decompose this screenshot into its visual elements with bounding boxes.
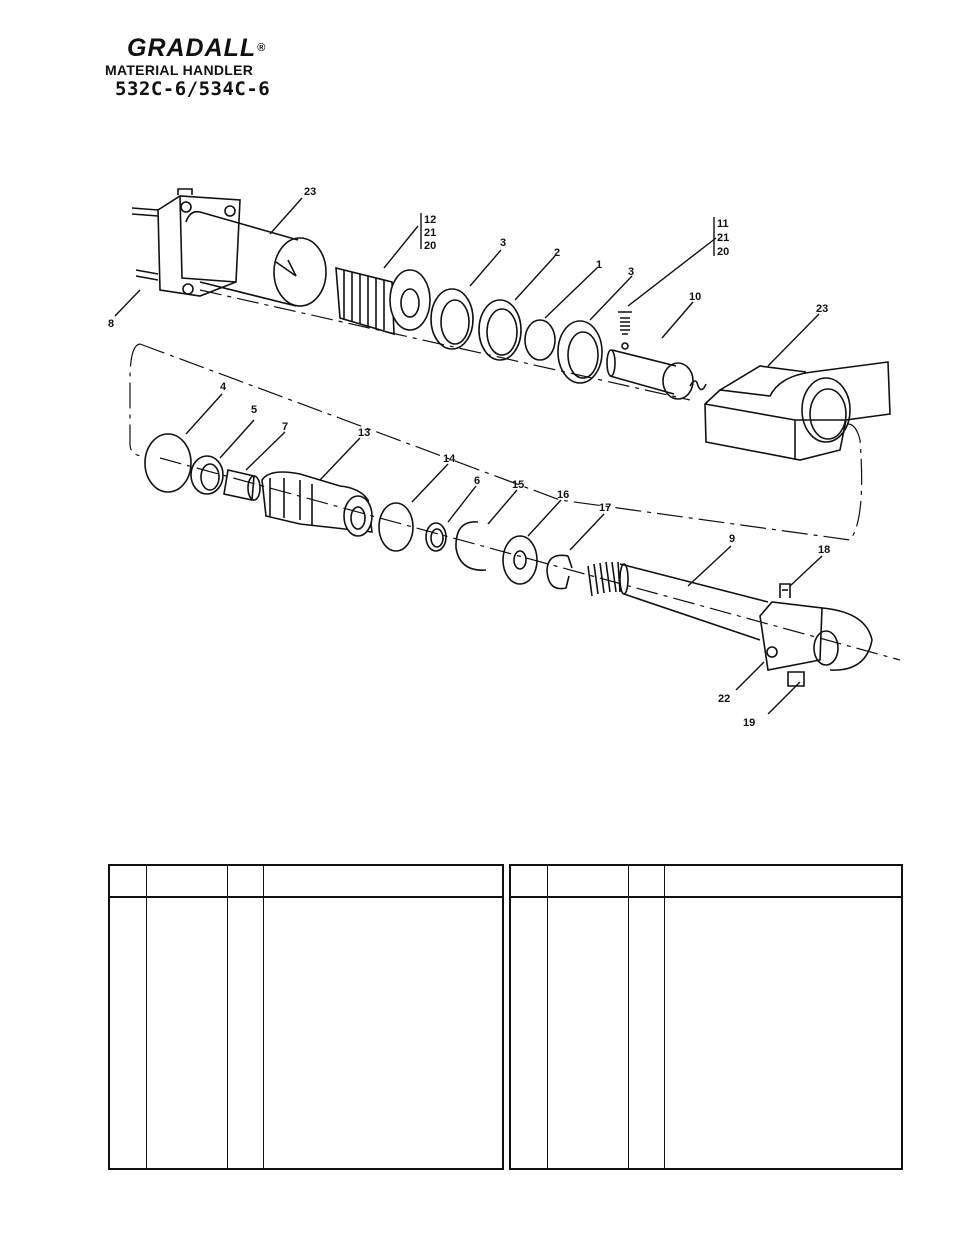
exploded-cylinder-diagram: 23 12 21 20 3 2 1 3 11 21 20 10 23 8 4 5…	[108, 186, 901, 729]
parts-table-left	[108, 864, 504, 1170]
callout-8: 8	[108, 318, 114, 330]
table-cell	[628, 897, 665, 1169]
table-header-row	[510, 865, 902, 898]
header-cell	[146, 865, 228, 898]
table-cell	[263, 897, 503, 1169]
callout-5: 5	[251, 404, 257, 416]
callout-12: 12	[424, 214, 436, 226]
parts-table-right	[509, 864, 903, 1170]
header-cell	[628, 865, 665, 898]
callout-20-second: 20	[717, 246, 729, 258]
callout-19: 19	[743, 717, 755, 729]
table-cell	[547, 897, 629, 1169]
callout-23-barrel: 23	[304, 186, 316, 198]
callout-4: 4	[220, 381, 227, 393]
callout-9: 9	[729, 533, 735, 545]
gradall-logo: GRADALL®	[127, 34, 267, 62]
callout-3-second: 3	[628, 266, 634, 278]
callout-11: 11	[717, 218, 729, 230]
callout-14: 14	[443, 453, 456, 465]
document-header: GRADALL® MATERIAL HANDLER 532C-6/534C-6	[105, 34, 305, 100]
document-subtitle: MATERIAL HANDLER	[105, 62, 254, 78]
callout-13: 13	[358, 427, 370, 439]
callout-16: 16	[557, 489, 569, 501]
table-cell	[227, 897, 264, 1169]
callout-22: 22	[718, 693, 730, 705]
header-cell	[664, 865, 902, 898]
header-cell	[547, 865, 629, 898]
callout-6: 6	[474, 475, 480, 487]
model-number: 532C-6/534C-6	[115, 78, 271, 100]
table-cell	[109, 897, 147, 1169]
callout-7: 7	[282, 421, 288, 433]
callout-17: 17	[599, 502, 611, 514]
header-cell	[263, 865, 503, 898]
table-cell	[664, 897, 902, 1169]
header-cell	[227, 865, 264, 898]
callout-18: 18	[818, 544, 830, 556]
callout-21-second: 21	[717, 232, 729, 244]
callout-15: 15	[512, 479, 524, 491]
callout-21: 21	[424, 227, 436, 239]
callout-3: 3	[500, 237, 506, 249]
table-body-row	[109, 897, 503, 1169]
callout-1: 1	[596, 259, 602, 271]
callout-10: 10	[689, 291, 701, 303]
callout-2: 2	[554, 247, 560, 259]
callout-20: 20	[424, 240, 436, 252]
table-body-row	[510, 897, 902, 1169]
table-header-row	[109, 865, 503, 898]
table-cell	[146, 897, 228, 1169]
table-cell	[510, 897, 548, 1169]
header-cell	[109, 865, 147, 898]
callout-23-rod-end: 23	[816, 303, 828, 315]
header-cell	[510, 865, 548, 898]
